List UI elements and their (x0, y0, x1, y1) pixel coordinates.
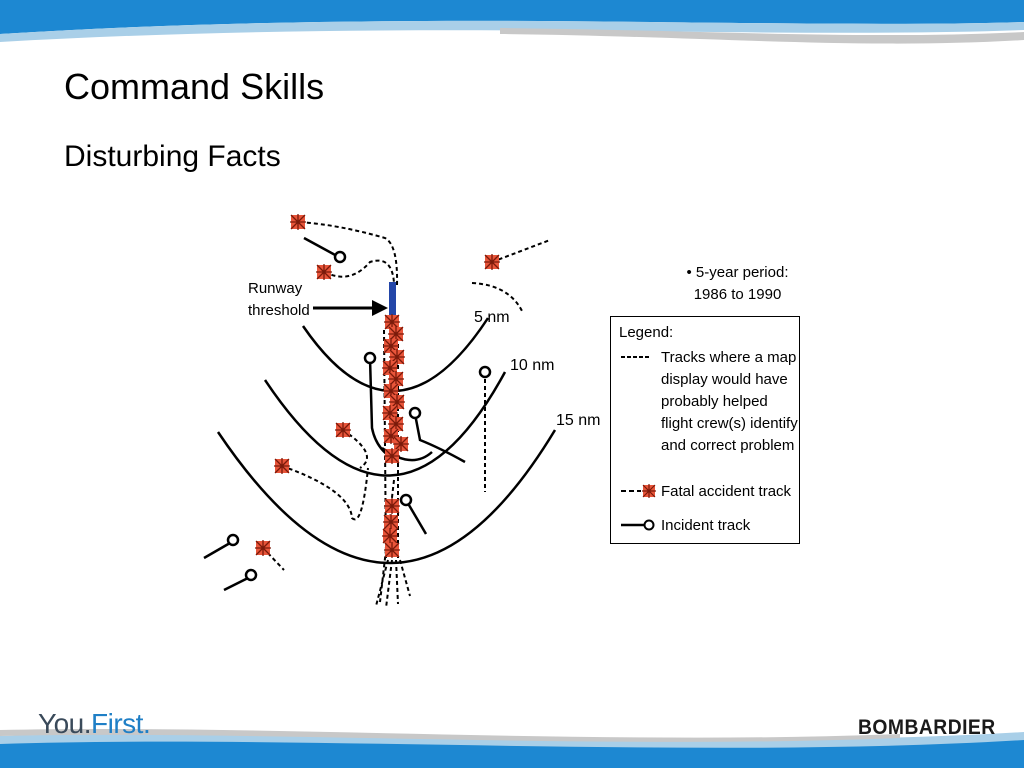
incident-marker-icon (621, 519, 655, 531)
legend-row-incident: Incident track (619, 515, 750, 537)
fatal-accident-markers (254, 213, 501, 559)
ring-label-10nm: 10 nm (510, 357, 554, 374)
period-note-line1: • 5-year period: (686, 264, 789, 281)
slide-title: Command Skills (64, 66, 325, 107)
brand-left-part2: First. (91, 708, 151, 739)
ring-10nm (263, 371, 507, 477)
legend-map-track-line1: Tracks where a map (661, 349, 797, 366)
runway (389, 282, 396, 316)
legend-incident-text: Incident track (661, 517, 751, 534)
legend-map-track-line5: and correct problem (661, 437, 795, 454)
legend-fatal-text: Fatal accident track (661, 483, 792, 500)
period-note: • 5-year period: 1986 to 1990 (680, 262, 795, 306)
dotted-line-icon (621, 356, 651, 358)
fatal-marker-icon (621, 484, 656, 498)
legend-map-track-line4: flight crew(s) identify (661, 415, 798, 432)
legend-map-track-text: Tracks where a map display would have pr… (661, 347, 798, 457)
legend-row-fatal: Fatal accident track (619, 481, 791, 503)
map-tracks (262, 221, 551, 609)
incident-tracks (203, 236, 492, 592)
runway-label-line1: Runway (248, 280, 303, 297)
you-first-logo: You.First. (38, 708, 151, 740)
runway-label-line2: threshold (248, 302, 310, 319)
bombardier-logo: BOMBARDIER (858, 716, 996, 739)
period-note-line2: 1986 to 1990 (693, 286, 782, 303)
legend-box: Legend: Tracks where a map display would… (610, 316, 800, 544)
brand-left-part1: You. (38, 708, 92, 739)
ring-label-5nm: 5 nm (474, 309, 510, 326)
legend-row-map-track: Tracks where a map display would have pr… (619, 347, 798, 457)
slide-subtitle: Disturbing Facts (64, 140, 281, 173)
footer-band (0, 728, 1024, 768)
header-band (0, 0, 1024, 44)
legend-title: Legend: (619, 324, 674, 341)
legend-map-track-line3: probably helped (661, 393, 768, 410)
legend-map-track-line2: display would have (661, 371, 788, 388)
ring-label-15nm: 15 nm (556, 412, 600, 429)
